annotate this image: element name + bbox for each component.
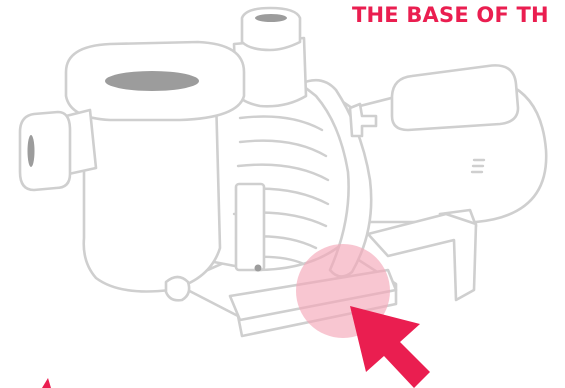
strainer-pot (20, 42, 244, 300)
housing-support (236, 184, 264, 270)
arrow-icon (350, 306, 430, 388)
discharge-opening (255, 14, 287, 22)
strainer-body (84, 96, 220, 292)
strainer-drain-plug (166, 277, 189, 300)
support-bolt (255, 265, 262, 272)
motor (352, 65, 546, 230)
motor-capacitor-box (392, 65, 518, 130)
strainer-lid-window (105, 71, 199, 91)
inlet-opening (28, 135, 35, 167)
corner-mark (42, 378, 51, 388)
